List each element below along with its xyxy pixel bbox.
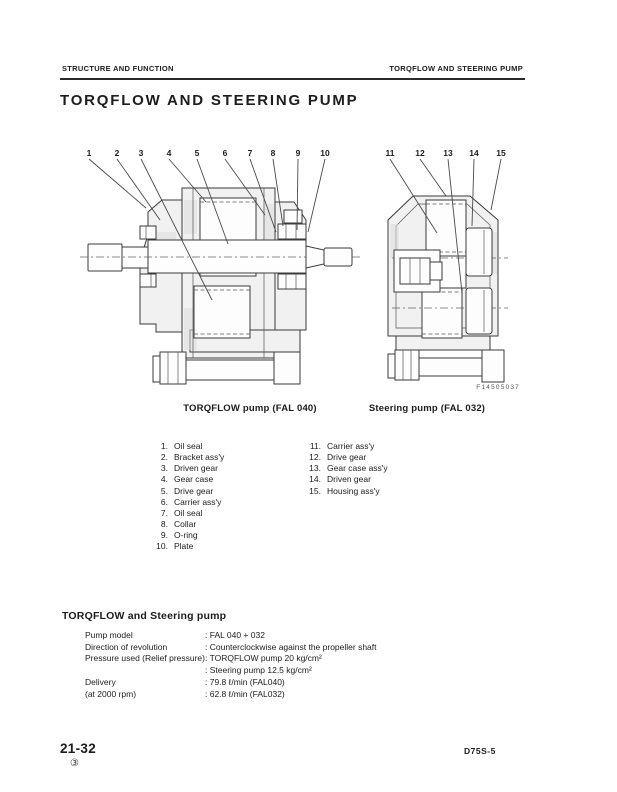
callout-number: 15 xyxy=(496,148,506,158)
part-label: Carrier ass'y xyxy=(327,441,375,451)
part-number: 1. xyxy=(160,441,168,451)
spec-value: : Steering pump 12.5 kg/cm² xyxy=(205,665,312,676)
part-number: 4. xyxy=(160,474,168,485)
part-item: 9. O-ring xyxy=(150,530,224,541)
part-item: 7. Oil seal xyxy=(150,508,224,519)
part-label: Drive gear xyxy=(327,452,367,463)
part-label: Gear case xyxy=(174,474,214,485)
header-rule xyxy=(60,78,525,80)
part-label: Driven gear xyxy=(327,474,371,485)
spec-row: Pressure used (Relief pressure): TORQFLO… xyxy=(85,653,377,665)
pump-cross-section-figure: 1 2 3 4 5 6 7 8 9 10 11 12 13 14 15 F145… xyxy=(80,148,520,391)
callout-number: 5 xyxy=(195,148,200,158)
part-item: 3. Driven gear xyxy=(150,463,224,474)
part-label: Gear case ass'y xyxy=(327,463,388,474)
spec-label: Direction of revolution xyxy=(85,641,168,652)
part-number: 6. xyxy=(160,496,168,507)
revision-mark: ③ xyxy=(70,758,79,769)
part-label: Oil seal xyxy=(174,507,203,518)
running-header-right: TORQFLOW AND STEERING PUMP xyxy=(389,64,523,73)
part-item: 2. Bracket ass'y xyxy=(150,452,224,463)
part-label: Carrier ass'y xyxy=(174,496,222,507)
caption-torqflow-pump: TORQFLOW pump (FAL 040) xyxy=(183,403,317,414)
part-item: 11. Carrier ass'y xyxy=(303,441,388,452)
callout-number: 3 xyxy=(139,148,144,158)
callout-numbers: 1 2 3 4 5 6 7 8 9 10 11 12 13 14 15 xyxy=(87,148,506,158)
callout-number: 14 xyxy=(469,148,479,158)
spec-value: : Counterclockwise against the propeller… xyxy=(205,641,377,652)
part-number: 12. xyxy=(309,452,321,463)
part-number: 14. xyxy=(309,474,321,485)
part-label: Drive gear xyxy=(174,485,214,496)
parts-list-left: 1. Oil seal 2. Bracket ass'y 3. Driven gear… xyxy=(150,441,224,553)
part-label: Plate xyxy=(174,541,194,552)
callout-number: 6 xyxy=(223,148,228,158)
spec-row: Delivery : 79.8 ℓ/min (FAL040) xyxy=(85,677,377,689)
callout-number: 2 xyxy=(115,148,120,158)
part-number: 5. xyxy=(160,485,168,496)
callout-number: 11 xyxy=(386,148,395,158)
part-item: 10. Plate xyxy=(150,541,224,552)
part-number: 3. xyxy=(160,463,168,474)
part-number: 13. xyxy=(309,463,321,474)
part-number: 8. xyxy=(160,519,168,530)
part-item: 12. Drive gear xyxy=(303,452,388,463)
part-item: 13. Gear case ass'y xyxy=(303,463,388,474)
torqflow-pump-drawing xyxy=(80,187,360,385)
part-item: 14. Driven gear xyxy=(303,474,388,485)
callout-number: 1 xyxy=(87,148,92,158)
steering-pump-drawing xyxy=(387,195,508,383)
part-label: Housing ass'y xyxy=(327,485,380,496)
spec-row: (at 2000 rpm) : 62.8 ℓ/min (FAL032) xyxy=(85,689,377,701)
part-number: 11. xyxy=(309,441,321,451)
callout-number: 9 xyxy=(296,148,301,158)
spec-row: Direction of revolution : Counterclockwis… xyxy=(85,642,377,654)
callout-number: 4 xyxy=(167,148,172,158)
part-item: 8. Collar xyxy=(150,519,224,530)
callout-leader-lines xyxy=(88,158,502,301)
spec-label: Pressure used (Relief pressure) xyxy=(85,653,205,664)
part-number: 2. xyxy=(160,452,168,463)
caption-steering-pump: Steering pump (FAL 032) xyxy=(368,403,486,414)
part-label: Oil seal xyxy=(174,441,203,451)
part-number: 15. xyxy=(309,485,321,496)
part-label: Collar xyxy=(174,519,197,530)
model-code: D75S-5 xyxy=(464,746,496,756)
part-label: O-ring xyxy=(174,530,198,541)
page-title: TORQFLOW AND STEERING PUMP xyxy=(60,92,359,109)
spec-label: Delivery xyxy=(85,676,116,687)
callout-number: 7 xyxy=(248,148,253,158)
spec-value: : 62.8 ℓ/min (FAL032) xyxy=(205,688,285,699)
part-number: 10. xyxy=(156,541,168,552)
callout-number: 12 xyxy=(415,148,425,158)
part-item: 4. Gear case xyxy=(150,474,224,485)
part-label: Bracket ass'y xyxy=(174,452,225,463)
specs-table: Pump model : FAL 040 + 032 Direction of r… xyxy=(85,630,377,700)
callout-number: 10 xyxy=(320,148,330,158)
spec-row: Pump model : FAL 040 + 032 xyxy=(85,630,377,642)
part-label: Driven gear xyxy=(174,463,218,474)
spec-label: Pump model xyxy=(85,630,133,640)
spec-value: : FAL 040 + 032 xyxy=(205,630,265,640)
part-item: 6. Carrier ass'y xyxy=(150,497,224,508)
spec-row: : Steering pump 12.5 kg/cm² xyxy=(85,665,377,677)
callout-number: 8 xyxy=(271,148,276,158)
part-number: 9. xyxy=(160,530,168,541)
callout-number: 13 xyxy=(443,148,453,158)
spec-label: (at 2000 rpm) xyxy=(85,688,137,699)
running-header-left: STRUCTURE AND FUNCTION xyxy=(62,64,174,73)
parts-list-right: 11. Carrier ass'y 12. Drive gear 13. Gear c… xyxy=(303,441,388,497)
page-number: 21-32 xyxy=(60,741,97,756)
part-item: 1. Oil seal xyxy=(150,441,224,452)
part-item: 15. Housing ass'y xyxy=(303,486,388,497)
spec-value: : TORQFLOW pump 20 kg/cm² xyxy=(205,653,322,664)
spec-value: : 79.8 ℓ/min (FAL040) xyxy=(205,676,285,687)
part-item: 5. Drive gear xyxy=(150,486,224,497)
specs-heading: TORQFLOW and Steering pump xyxy=(62,610,227,622)
part-number: 7. xyxy=(160,507,168,518)
figure-number: F14505037 xyxy=(476,384,520,391)
